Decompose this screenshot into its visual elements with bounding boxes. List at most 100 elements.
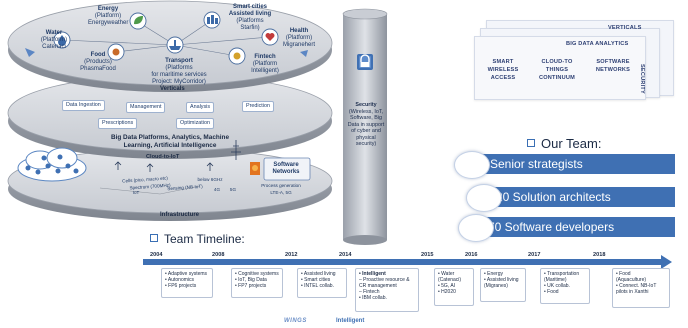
card-item: Water (Catenaci) (438, 271, 470, 283)
timeline-card-2004: Adaptive systems Autonomics FP6 projects (161, 268, 213, 298)
team-heading: Our Team: (527, 136, 601, 151)
4g-label: 4G (213, 187, 221, 192)
timeline-card-2017: Transportation (Maritime) UK collab. Foo… (540, 268, 590, 304)
timeline-bar (143, 259, 661, 265)
card-item: IoT, Big Data (235, 277, 279, 283)
5g-label: 5G (229, 187, 237, 192)
infrastructure-caption: Infrastructure (160, 212, 200, 218)
stack-front-panel (474, 36, 646, 100)
antenna-icons (114, 140, 241, 172)
card-item: Assisted living (Migranes) (484, 277, 522, 289)
city-icon (207, 17, 210, 24)
timeline-card-2012: Assisted living Smart cities INTEL colla… (297, 268, 347, 298)
process-generation-label: Process generation LTE-A, 5G (261, 183, 301, 195)
year-2004: 2004 (150, 252, 163, 258)
big-data-caption: Big Data Platforms, Analytics, Machine L… (110, 134, 230, 149)
ship-icon (169, 40, 181, 50)
software-networks-label: Software Networks (272, 162, 300, 175)
team-bar-developers: 70 Software developers (474, 217, 675, 237)
card-item: Autonomics (165, 277, 209, 283)
droplet-icon (58, 35, 66, 46)
cloud-to-iot-label: Cloud-to-IoT (146, 154, 180, 160)
water-label: Water(Platform) Catenaci (40, 30, 68, 50)
security-description: Security(Wireless, IoT, Software, Big Da… (343, 102, 389, 148)
timeline-card-2018: Food (Aquaculture) Connect. NB-IoT pilot… (612, 268, 670, 308)
card-item: 5G, AI (438, 283, 470, 289)
card-item: Food (Aquaculture) (616, 271, 666, 283)
year-2016: 2016 (465, 252, 478, 258)
team-bullet-circle (458, 214, 494, 242)
card-subitem: Fintech (359, 289, 415, 295)
square-bullet-icon (150, 234, 158, 242)
card-item: Assisted living (301, 271, 343, 277)
leaf-icon (134, 16, 143, 25)
card-item: IBM collab. (359, 295, 415, 301)
card-item: Energy (484, 271, 522, 277)
energy-label: Energy(Platform) Energyweather (88, 6, 129, 26)
pill-analysis: Analysis (186, 102, 215, 113)
card-item: Cognitive systems (235, 271, 279, 277)
year-2012: 2012 (285, 252, 298, 258)
card-item: Smart cities (301, 277, 343, 283)
timeline-arrow-icon (661, 255, 672, 269)
card-item: FP6 projects (165, 283, 209, 289)
timeline-heading-text: Team Timeline: (164, 232, 245, 246)
year-2015: 2015 (421, 252, 434, 258)
year-2014: 2014 (339, 252, 352, 258)
team-heading-text: Our Team: (541, 136, 602, 151)
team-bullet-circle (454, 151, 490, 179)
team-bar-strategists: 5 Senior strategists (466, 154, 675, 174)
team-bullet-circle (466, 184, 502, 212)
timeline-card-2016: Energy Assisted living (Migranes) (480, 268, 526, 302)
year-2017: 2017 (528, 252, 541, 258)
square-bullet-icon (527, 139, 535, 147)
card-item: Intelligent (359, 271, 415, 277)
iot-label: IoT (132, 190, 140, 195)
cloud-to-things-box: CLOUD-TO THINGS CONTINUUM (539, 59, 575, 81)
transport-label: Transport(Platforms for maritime service… (151, 58, 207, 85)
pill-prescriptions: Prescriptions (98, 118, 138, 129)
pill-management: Management (126, 102, 166, 113)
card-item: H2020 (438, 289, 470, 295)
card-item: Transportation (Maritime) (544, 271, 586, 283)
pill-prediction: Prediction (242, 101, 274, 112)
pill-data-ingestion: Data Ingestion (62, 100, 105, 111)
layer-shadow-lines (99, 185, 201, 195)
security-body: (Wireless, IoT, Software, Big Data in su… (347, 108, 385, 148)
below-6ghz-label: below 6GHz (197, 177, 223, 182)
wings-logo: WINGS (284, 318, 307, 324)
big-data-analytics-label: BIG DATA ANALYTICS (566, 41, 629, 47)
card-item: Connect. NB-IoT pilots in Xanthi (616, 283, 666, 295)
timeline-card-2015: Water (Catenaci) 5G, AI H2020 (434, 268, 474, 306)
verticals-heading: Verticals (160, 86, 185, 92)
card-item: FP7 projects (235, 283, 279, 289)
pill-optimization: Optimization (176, 118, 214, 129)
timeline-card-2008: Cognitive systems IoT, Big Data FP7 proj… (231, 268, 283, 298)
lock-icon (357, 54, 373, 70)
food-icon (112, 48, 120, 56)
verticals-stack-label: VERTICALS (608, 25, 642, 31)
applications-layer (7, 0, 333, 92)
smart-cities-label: Smart cities Assisted living(Platforms S… (228, 4, 272, 31)
card-item: Food (544, 289, 586, 295)
cloud-illustration (17, 147, 87, 182)
health-label: Health(Platform) Migranehert (282, 28, 315, 48)
card-item: UK collab. (544, 283, 586, 289)
security-pillar (342, 8, 388, 245)
card-item: INTEL collab. (301, 283, 343, 289)
card-subitem: Proactive resource & CR management (359, 277, 415, 289)
timeline-heading: Team Timeline: (150, 232, 245, 246)
heart-icon (265, 33, 275, 41)
software-networks-box (250, 157, 311, 181)
smart-wireless-access-box: SMART WIRELESS ACCESS (487, 59, 519, 81)
fintech-label: Fintech(Platform Intelligent) (251, 54, 279, 74)
intelligent-logo: Intelligent (336, 318, 365, 324)
year-2008: 2008 (212, 252, 225, 258)
coins-icon (233, 52, 241, 60)
food-label: Food(Products) PhasmaFood (80, 52, 116, 72)
year-2018: 2018 (593, 252, 606, 258)
security-title: Security (355, 102, 377, 108)
timeline-card-2014: Intelligent Proactive resource & CR mana… (355, 268, 419, 312)
card-item: Adaptive systems (165, 271, 209, 277)
software-networks-box: SOFTWARE NETWORKS (595, 59, 631, 73)
